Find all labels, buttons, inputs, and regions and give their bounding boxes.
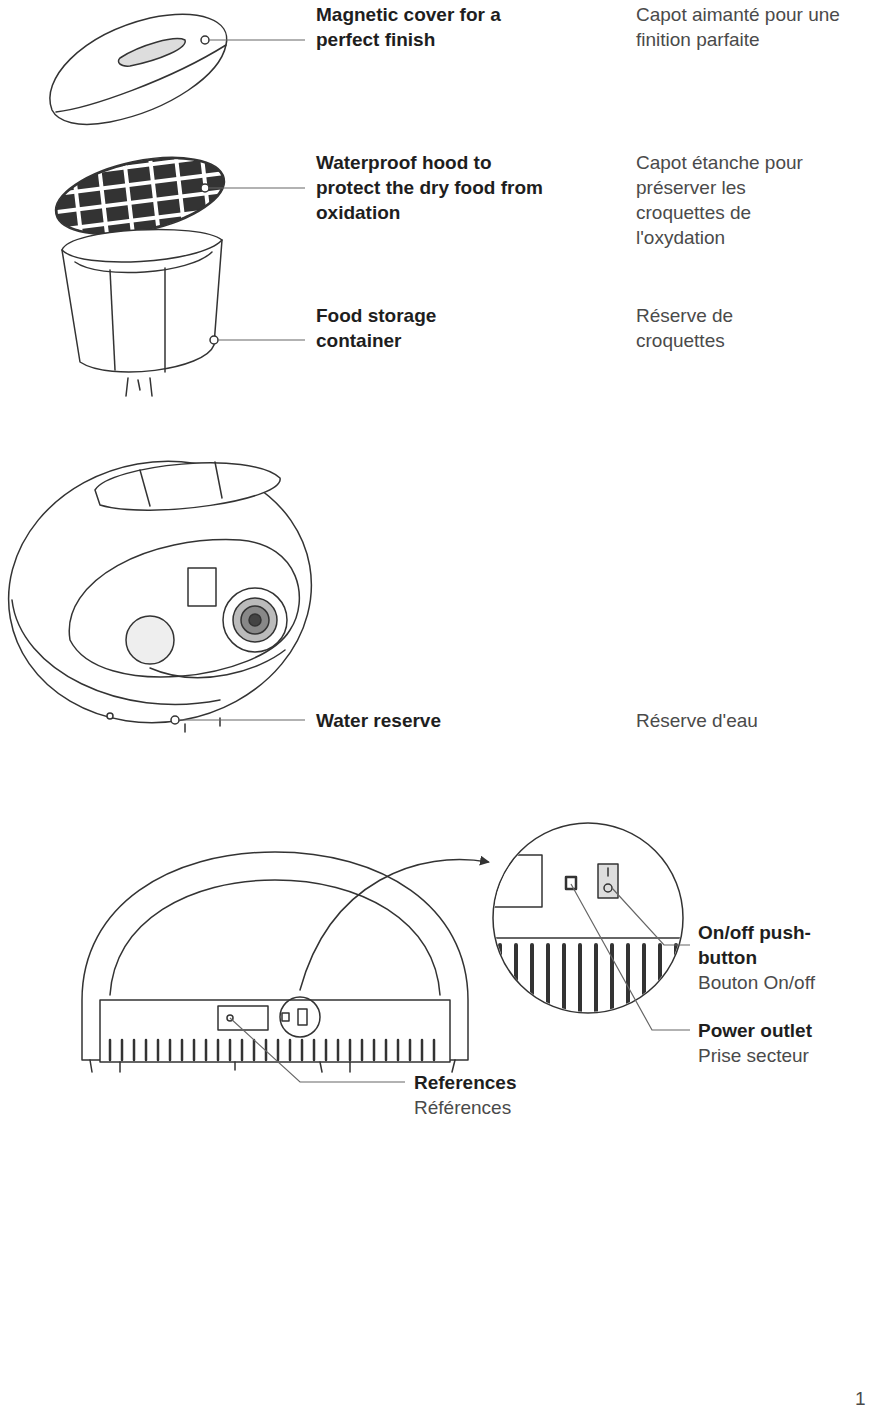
- part-name: References: [414, 1070, 584, 1095]
- part-name: Power outlet: [698, 1018, 868, 1043]
- container-drawing: [62, 229, 222, 396]
- part-name-fr: Réserve de croquettes: [636, 303, 761, 353]
- part-name: Food storage container: [316, 303, 486, 353]
- back-view-drawing: [82, 852, 468, 1072]
- part-name: Water reserve: [316, 708, 556, 733]
- part-name-fr: Capot étanche pour préserver les croquet…: [636, 150, 804, 250]
- part-name-fr: Réserve d'eau: [636, 708, 856, 733]
- part-name: Waterproof hood to protect the dry food …: [316, 150, 548, 225]
- page-number: 1: [855, 1386, 875, 1411]
- part-name: On/off push-button: [698, 920, 848, 970]
- cover-drawing: [50, 14, 227, 124]
- part-name-fr: Bouton On/off: [698, 970, 868, 995]
- part-name-fr: Prise secteur: [698, 1043, 868, 1068]
- part-name-fr: Références: [414, 1095, 584, 1120]
- zoom-detail: [300, 823, 700, 1020]
- part-name-fr: Capot aimanté pour une finition parfaite: [636, 2, 846, 52]
- base-drawing: [0, 438, 332, 747]
- part-name: Magnetic cover for a perfect finish: [316, 2, 556, 52]
- leader-lines: [179, 40, 690, 1082]
